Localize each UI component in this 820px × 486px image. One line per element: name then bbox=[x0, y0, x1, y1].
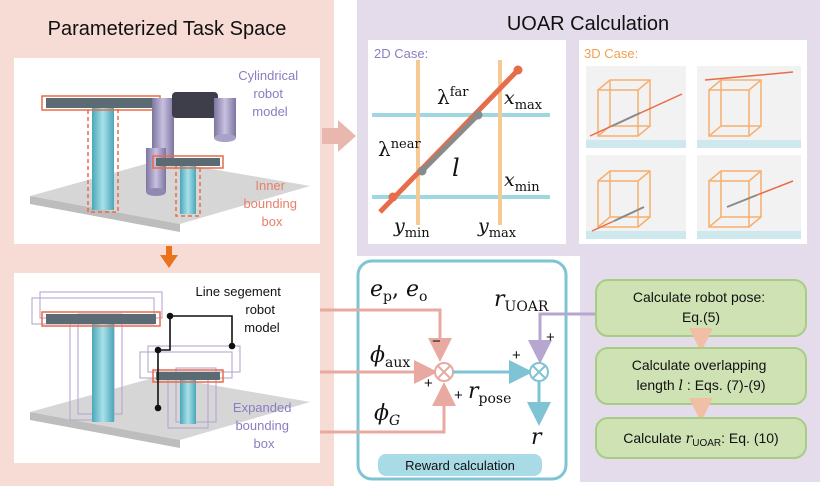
plus-sign-pose: + bbox=[512, 347, 521, 364]
line-segment-label: Line segement robot model bbox=[196, 284, 285, 335]
right-panel-title: UOAR Calculation bbox=[507, 13, 669, 35]
purple-robot-arm bbox=[146, 92, 236, 196]
cube-3d-1 bbox=[586, 66, 686, 148]
left-panel-title: Parameterized Task Space bbox=[48, 18, 287, 40]
t-robot-line-1 bbox=[41, 311, 161, 422]
svg-text:Calculate rUOAR: Eq. (10): Calculate rUOAR: Eq. (10) bbox=[623, 430, 778, 449]
expanded-bounding-box-label: Expanded bounding box bbox=[233, 400, 295, 451]
down-arrow bbox=[160, 246, 178, 268]
connector-uoar bbox=[528, 312, 600, 364]
bottom-floor bbox=[30, 376, 310, 440]
plus-sign-g: + bbox=[454, 387, 463, 404]
right-arrow bbox=[322, 120, 356, 152]
case-3d-label: 3D Case: bbox=[584, 46, 638, 61]
y-max-label: ymax bbox=[477, 215, 517, 241]
svg-text:Calculate overlapping leng: Calculate overlapping length l : Eqs. (7… bbox=[632, 357, 771, 394]
phi-g-label: ϕG bbox=[374, 401, 400, 429]
r-uoar-label: rUOAR bbox=[494, 287, 549, 315]
connector-phi-g bbox=[320, 382, 456, 434]
x-min-label: xmin bbox=[504, 169, 540, 195]
inner-bounding-box-label: Inner bounding box bbox=[243, 178, 300, 229]
case-2d-box bbox=[368, 40, 566, 244]
cylindrical-robot-label: Cylindrical robot model bbox=[238, 68, 302, 119]
lambda-far: λfar bbox=[437, 85, 469, 109]
connector-ep-eo bbox=[320, 308, 452, 362]
r-output-label: r bbox=[531, 425, 543, 450]
phi-aux-label: ϕaux bbox=[370, 343, 410, 371]
case-2d-label: 2D Case: bbox=[374, 46, 428, 61]
cube-3d-3 bbox=[586, 155, 686, 239]
svg-text:Calculate robot pose: Eq.(: Calculate robot pose: Eq.(5) bbox=[633, 289, 769, 325]
overlap-l: l bbox=[452, 154, 460, 182]
cube-3d-2 bbox=[697, 66, 801, 148]
t-robot-line-2 bbox=[152, 369, 224, 424]
reward-label: Reward calculation bbox=[405, 458, 515, 473]
cube-3d-4 bbox=[697, 155, 801, 239]
t-robot-cylinder-2 bbox=[152, 155, 224, 217]
x-max-label: xmax bbox=[504, 87, 543, 113]
segment-inside bbox=[420, 113, 480, 173]
y-min-label: ymin bbox=[393, 215, 430, 241]
r-pose-label: rpose bbox=[468, 379, 511, 407]
ep-eo-label: ep, eo bbox=[370, 277, 427, 305]
line-segment-robot bbox=[154, 312, 236, 412]
minus-sign: − bbox=[432, 333, 441, 350]
reward-label-pill bbox=[378, 454, 542, 476]
step-r-uoar bbox=[595, 417, 807, 459]
reward-box bbox=[356, 259, 568, 481]
plus-sign-aux: + bbox=[424, 375, 433, 392]
lambda-near: λnear bbox=[378, 137, 422, 161]
plus-sign-uoar: + bbox=[546, 329, 555, 346]
